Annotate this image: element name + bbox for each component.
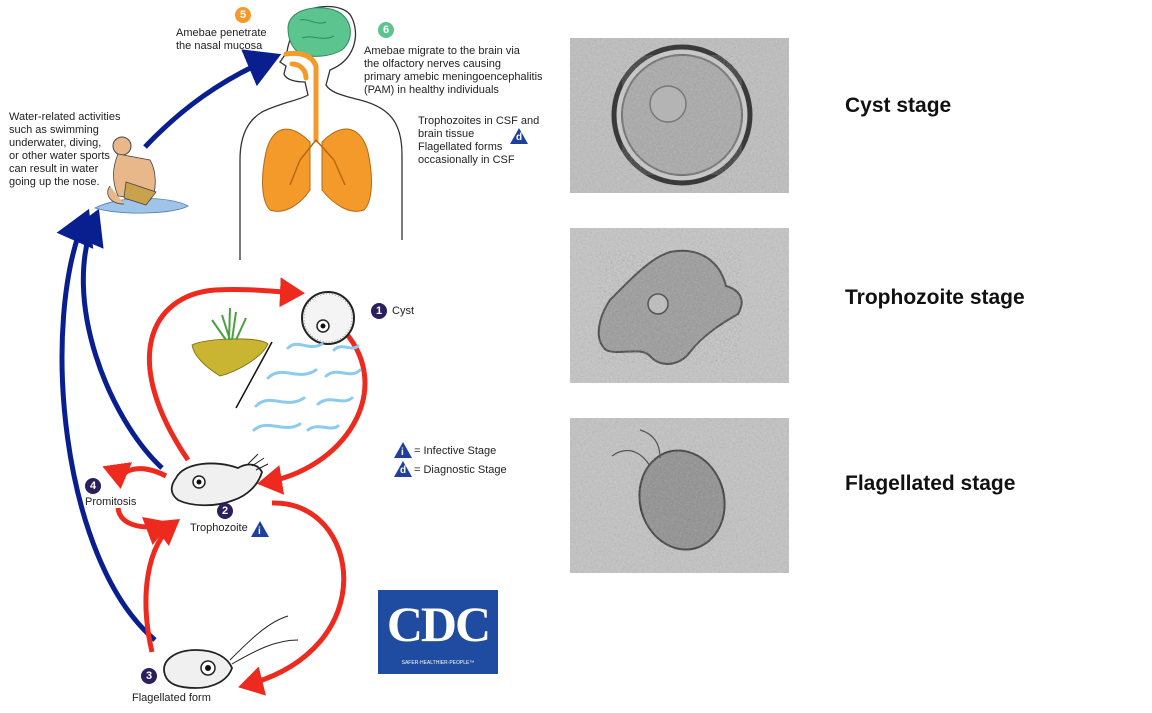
legend-infective-letter: i xyxy=(401,447,404,458)
step-3-label: Flagellated form xyxy=(132,692,211,704)
step-5-line-2: the nasal mucosa xyxy=(176,40,263,52)
step-6-line-1: Amebae migrate to the brain via xyxy=(364,45,520,57)
water-activity-text: Water-related activities such as swimmin… xyxy=(9,111,120,189)
red-arrow-from-promitosis xyxy=(115,507,171,546)
flagellated-stage-title: Flagellated stage xyxy=(845,472,1016,495)
water-line-6: going up the nose. xyxy=(9,176,100,188)
diagnostic-stage-triangle-icon xyxy=(510,128,528,144)
step-4-label: Promitosis xyxy=(85,496,137,508)
step-6-line-4: (PAM) in healthy individuals xyxy=(364,84,499,96)
water-line-2: such as swimming xyxy=(9,124,99,136)
cyst-stage-title: Cyst stage xyxy=(845,94,952,117)
water-line-1: Water-related activities xyxy=(9,111,121,123)
cdc-logo-tagline: SAFER·HEALTHIER·PEOPLE™ xyxy=(401,660,475,666)
cyst-photo xyxy=(570,38,789,193)
cdc-logo-text: CDC xyxy=(386,596,491,652)
water-waves-icon xyxy=(252,342,362,432)
flagellate-diagram xyxy=(163,615,299,689)
water-line-3: underwater, diving, xyxy=(9,137,102,149)
red-arrow-to-promitosis xyxy=(102,462,168,489)
csf-line-2: brain tissue xyxy=(418,128,475,140)
red-arrow-flagellate-to-trophozoite xyxy=(143,519,181,653)
red-arrow-trophozoite-to-flagellate xyxy=(238,500,347,696)
infective-stage-triangle-icon xyxy=(251,521,269,537)
cdc-logo: CDC SAFER·HEALTHIER·PEOPLE™ xyxy=(378,590,498,674)
legend-diagnostic-letter: d xyxy=(400,465,407,476)
lungs-icon xyxy=(262,128,372,212)
red-arrow-to-cyst xyxy=(146,277,305,462)
soil-icon xyxy=(191,307,269,377)
step-6-line-2: the olfactory nerves causing xyxy=(364,58,501,70)
step-1-badge: 1 xyxy=(371,303,387,319)
step-5-line-1: Amebae penetrate xyxy=(176,27,267,39)
water-line-4: or other water sports xyxy=(9,150,110,162)
legend-diagnostic-icon xyxy=(394,461,412,477)
csf-text: Trophozoites in CSF and brain tissue Fla… xyxy=(418,115,539,167)
trophozoite-stage-title: Trophozoite stage xyxy=(845,286,1025,309)
csf-line-1: Trophozoites in CSF and xyxy=(418,115,540,127)
step-3-badge: 3 xyxy=(141,668,157,684)
red-arrow-cyst-to-trophozoite xyxy=(257,330,368,495)
cyst-diagram xyxy=(301,291,355,345)
step-6-line-3: primary amebic meningoencephalitis xyxy=(364,71,543,83)
csf-line-3: Flagellated forms xyxy=(418,141,503,153)
blue-arrow-trophozoite-to-water xyxy=(66,208,164,470)
water-line-5: can result in water xyxy=(9,163,99,175)
step-6-badge: 6 xyxy=(378,22,394,38)
human-figure xyxy=(239,5,403,260)
step-5-text: Amebae penetrate the nasal mucosa xyxy=(176,27,267,53)
step-2-label: Trophozoite xyxy=(190,522,248,534)
legend-infective-icon xyxy=(394,442,412,458)
legend-infective-label: = Infective Stage xyxy=(414,445,497,457)
blue-arrow-to-nose xyxy=(143,49,282,149)
step-1-label: Cyst xyxy=(392,305,414,317)
step-4-badge: 4 xyxy=(85,478,101,494)
trophozoite-photo xyxy=(570,228,789,383)
step-5-badge: 5 xyxy=(235,7,251,23)
swimmer-illustration xyxy=(93,136,189,214)
airway-icon xyxy=(283,50,319,143)
flagellate-photo xyxy=(570,418,789,573)
step-6-text: Amebae migrate to the brain via the olfa… xyxy=(364,45,543,97)
blue-arrow-flagellate-to-water xyxy=(56,208,157,642)
legend-diagnostic-label: = Diagnostic Stage xyxy=(414,464,507,476)
step-2-badge: 2 xyxy=(217,503,233,519)
trophozoite-diagram xyxy=(170,453,269,507)
csf-line-4: occasionally in CSF xyxy=(418,154,515,166)
csf-diagnostic-letter: d xyxy=(516,132,523,143)
brain-icon xyxy=(287,7,351,57)
divider-line xyxy=(235,341,273,409)
step-2-infective-letter: i xyxy=(258,526,261,537)
